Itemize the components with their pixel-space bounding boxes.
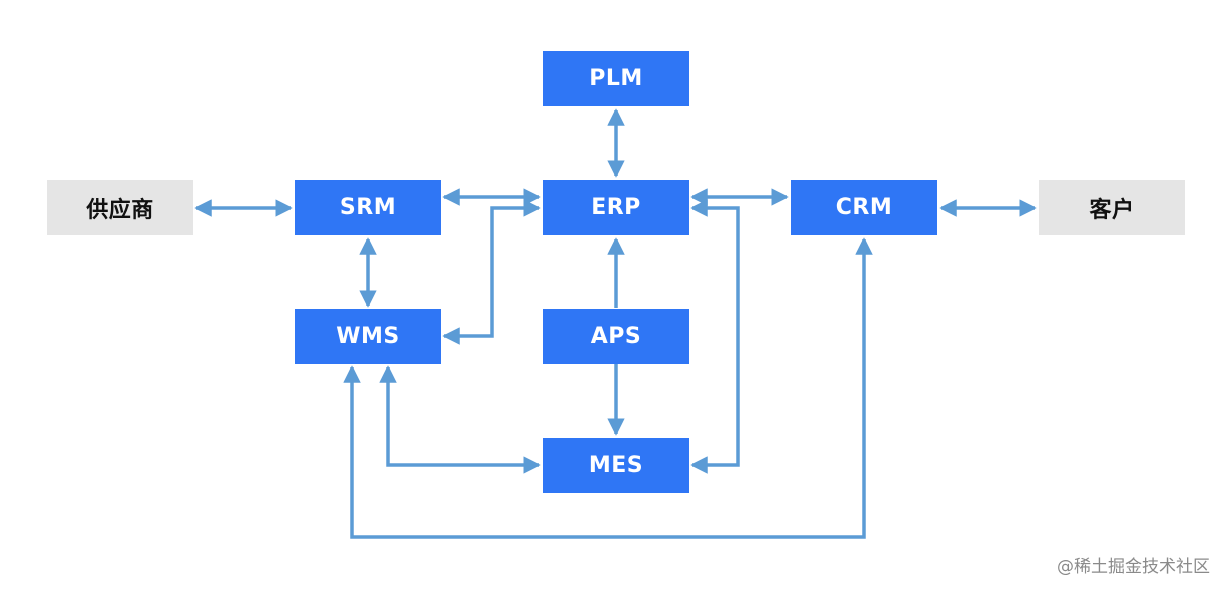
edge-wms-mes xyxy=(379,365,541,474)
erp-node: ERP xyxy=(543,180,689,235)
mes-node: MES xyxy=(543,438,689,493)
srm-node: SRM xyxy=(295,180,441,235)
watermark: @稀土掘金技术社区 xyxy=(1057,557,1210,577)
crm-node: CRM xyxy=(791,180,937,235)
edge-wms-erp xyxy=(442,199,541,345)
edge-wms-crm xyxy=(343,237,873,539)
wms-node: WMS xyxy=(295,309,441,364)
customer-node: 客户 xyxy=(1039,180,1185,235)
edge-erp-mes xyxy=(690,199,740,474)
supplier-node: 供应商 xyxy=(47,180,193,235)
plm-node: PLM xyxy=(543,51,689,106)
aps-node: APS xyxy=(543,309,689,364)
